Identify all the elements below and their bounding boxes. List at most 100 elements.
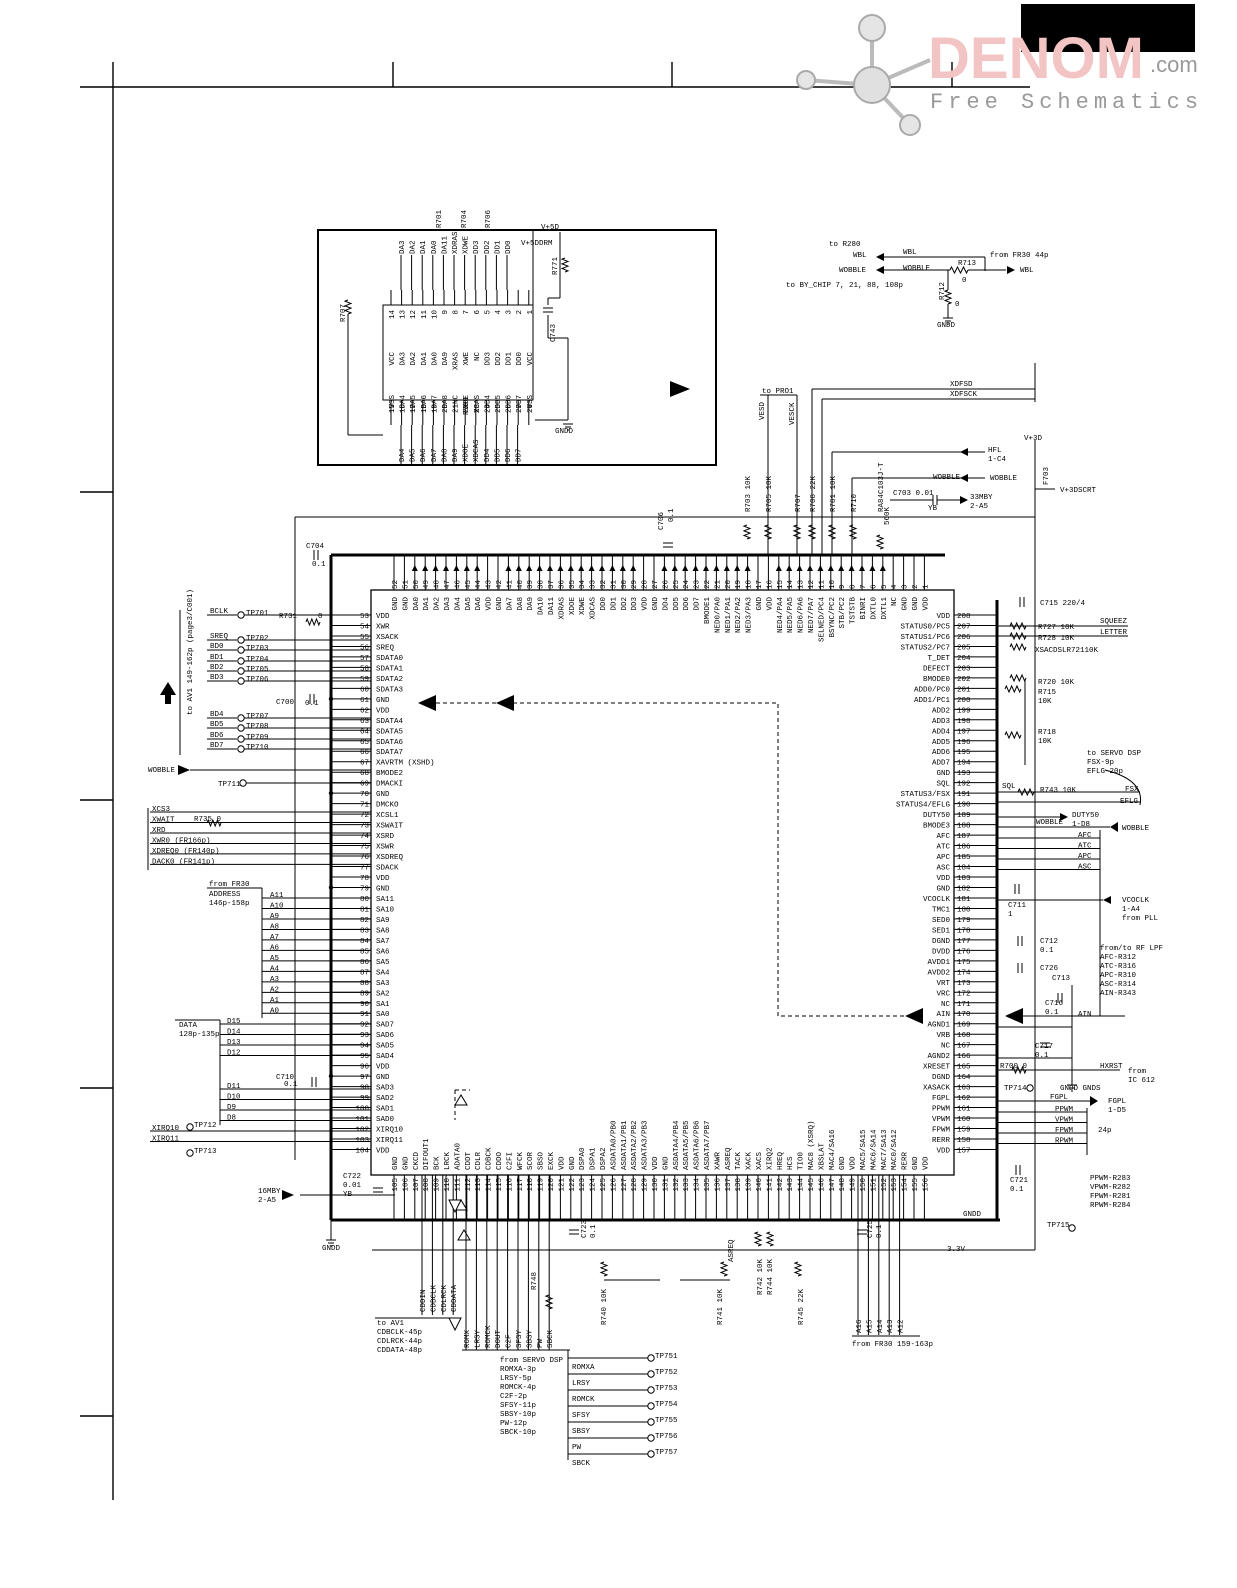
ic-left-pin-name: SA10 bbox=[376, 906, 395, 914]
ic-top-pin-name: NED4/PA4 bbox=[777, 597, 785, 634]
ram-bottom-pin-num: 25 bbox=[495, 404, 503, 414]
ic-left-pin-num: 53 bbox=[360, 613, 370, 621]
ic-right-pin-name: VDD bbox=[936, 1147, 950, 1155]
ic-bottom-pin-num: 153 bbox=[891, 1178, 899, 1192]
ram-bottom-net: DA6 bbox=[420, 448, 428, 462]
ic-left-pin-num: 71 bbox=[360, 802, 370, 810]
ic-bottom-pins: 105GND106GND107CKCD108DIFOUT1109BCK110LR… bbox=[392, 1120, 930, 1220]
wobble-r-out-label: WOBBLE bbox=[1122, 825, 1150, 833]
ic-bottom-pin-num: 106 bbox=[402, 1178, 410, 1192]
ic-bottom-pin-name: GND bbox=[662, 1156, 670, 1170]
servo-net: PW bbox=[537, 1338, 545, 1348]
rf-signal: AFC bbox=[1078, 832, 1092, 840]
ic-top-pin-arrow bbox=[827, 565, 834, 571]
ic-top-pin-num: 22 bbox=[704, 580, 712, 589]
ic-right-pin-num: 177 bbox=[957, 938, 971, 946]
ic-top-pin-arrow bbox=[453, 565, 460, 571]
ic-bottom-pin-name: ASDATA4/PB4 bbox=[673, 1120, 681, 1170]
ic-top-pin-name: NED2/PA2 bbox=[735, 597, 743, 633]
ic-top-pin-arrow bbox=[786, 565, 793, 571]
resistor bbox=[793, 1261, 803, 1277]
ic-left-pin-name: XCSL1 bbox=[376, 812, 399, 820]
ic-top-pin-num: 14 bbox=[787, 579, 795, 589]
ic-top-pin-name: GND bbox=[402, 597, 410, 611]
ic-top-pin-name: DA1 bbox=[423, 597, 431, 611]
r712-value: 0 bbox=[955, 301, 960, 309]
ic-right-pin-name: VDD bbox=[936, 613, 950, 621]
ic-top-pin-name: NED5/PA5 bbox=[787, 597, 795, 634]
ram-top-pins: 14VCC13DA312DA211DA110DA09DA98XRAS7XWE6N… bbox=[389, 290, 535, 370]
c706-value: 0.1 bbox=[668, 508, 676, 522]
r710-value: 560K bbox=[884, 506, 892, 525]
ic-right-pin-name: VRB bbox=[936, 1032, 950, 1040]
servo-tp bbox=[647, 1370, 655, 1378]
servo-tp bbox=[647, 1386, 655, 1394]
bus-signal: BD6 bbox=[210, 732, 224, 740]
a-hi-net: A16 bbox=[856, 1319, 864, 1333]
tp714 bbox=[1026, 1084, 1034, 1092]
servo-tp-net: PW bbox=[572, 1444, 582, 1452]
ic-right-pin-name: NC bbox=[941, 1001, 951, 1009]
ic-top-pin-num: 52 bbox=[392, 580, 400, 589]
ic-bottom-pin-name: ASREQ bbox=[725, 1147, 733, 1170]
ic-top-pin-arrow bbox=[443, 565, 449, 571]
r745-label: R745 22K bbox=[798, 1288, 806, 1325]
smby-bottom-arrow bbox=[282, 1190, 294, 1200]
ic-bottom-pin-num: 117 bbox=[517, 1178, 525, 1192]
address-signal: A3 bbox=[270, 976, 280, 984]
ram-top-net: DD3 bbox=[473, 240, 481, 254]
ic-left-pin-name: XSDREQ bbox=[376, 854, 404, 862]
c710-value: 0.1 bbox=[284, 1081, 298, 1089]
c703-label: C703 0.01 bbox=[893, 490, 934, 498]
ic-bottom-pin-num: 146 bbox=[818, 1178, 826, 1192]
ic-right-pin-name: ADD7 bbox=[932, 760, 950, 768]
ram-bottom-pin-name: DD7 bbox=[516, 395, 524, 409]
ic-bottom-pin-name: WFCK bbox=[517, 1151, 525, 1170]
ic-left-pin-name: VDD bbox=[376, 1147, 390, 1155]
test-point bbox=[237, 636, 245, 644]
ic-bottom-pin-name: ASDATA6/PB6 bbox=[694, 1120, 702, 1170]
ram-ref-r704: R704 bbox=[461, 209, 469, 228]
ram-top-pin-num: 2 bbox=[516, 310, 524, 315]
ic-top-pin-arrow bbox=[838, 565, 845, 571]
wobble-arrow bbox=[178, 765, 190, 775]
ram-bottom-pin-num: 21 bbox=[453, 404, 461, 414]
ic-top-pin-arrow bbox=[796, 565, 803, 571]
ram-bottom-pin-name: XOE bbox=[463, 395, 471, 409]
ram-bottom-net: DD4 bbox=[484, 448, 492, 462]
ic-left-pin-name: SA1 bbox=[376, 1001, 390, 1009]
ram-ref-r707: R707 bbox=[340, 304, 348, 322]
ic-right-pin-name: STATUS4/EFLG bbox=[896, 802, 951, 810]
ic-left-pin-name: VDD bbox=[376, 1064, 390, 1072]
ic-top-pin-name: NED1/PA1 bbox=[725, 597, 733, 634]
ram-bottom-net: XDOE bbox=[463, 443, 471, 462]
ic-left-pin-num: 88 bbox=[360, 980, 369, 988]
pwm-signal: FPWM bbox=[1055, 1127, 1074, 1135]
adata-up-arrow bbox=[454, 1094, 468, 1106]
ic-left-pin-num: 104 bbox=[355, 1147, 369, 1155]
ic-left-pin-num: 61 bbox=[360, 697, 370, 705]
ic-bottom-pin-name: CDLR bbox=[475, 1151, 483, 1170]
ram-bottom-pin-num: 17 bbox=[410, 404, 418, 413]
bus-signal: SREQ bbox=[210, 633, 229, 641]
data-signal: D13 bbox=[227, 1039, 241, 1047]
a-hi-net: A12 bbox=[898, 1319, 906, 1333]
r743-label: R743 10K bbox=[1040, 787, 1077, 795]
ic-right-pin-num: 205 bbox=[957, 644, 971, 652]
ic-bottom-pin-num: 107 bbox=[413, 1178, 421, 1192]
irq-signal: XIRQ10 bbox=[152, 1125, 180, 1133]
ic-top-pin-num: 10 bbox=[829, 579, 837, 589]
c725-label: C7250.1 bbox=[867, 1219, 884, 1238]
ic-left-pin-num: 94 bbox=[360, 1043, 370, 1051]
fsx-label: FSX bbox=[1125, 786, 1139, 794]
ic-top-pin-num: 19 bbox=[735, 580, 743, 589]
fgpl-wire-label: FGPL bbox=[1050, 1094, 1069, 1102]
ram-bottom-pin-num: 27 bbox=[516, 404, 524, 413]
